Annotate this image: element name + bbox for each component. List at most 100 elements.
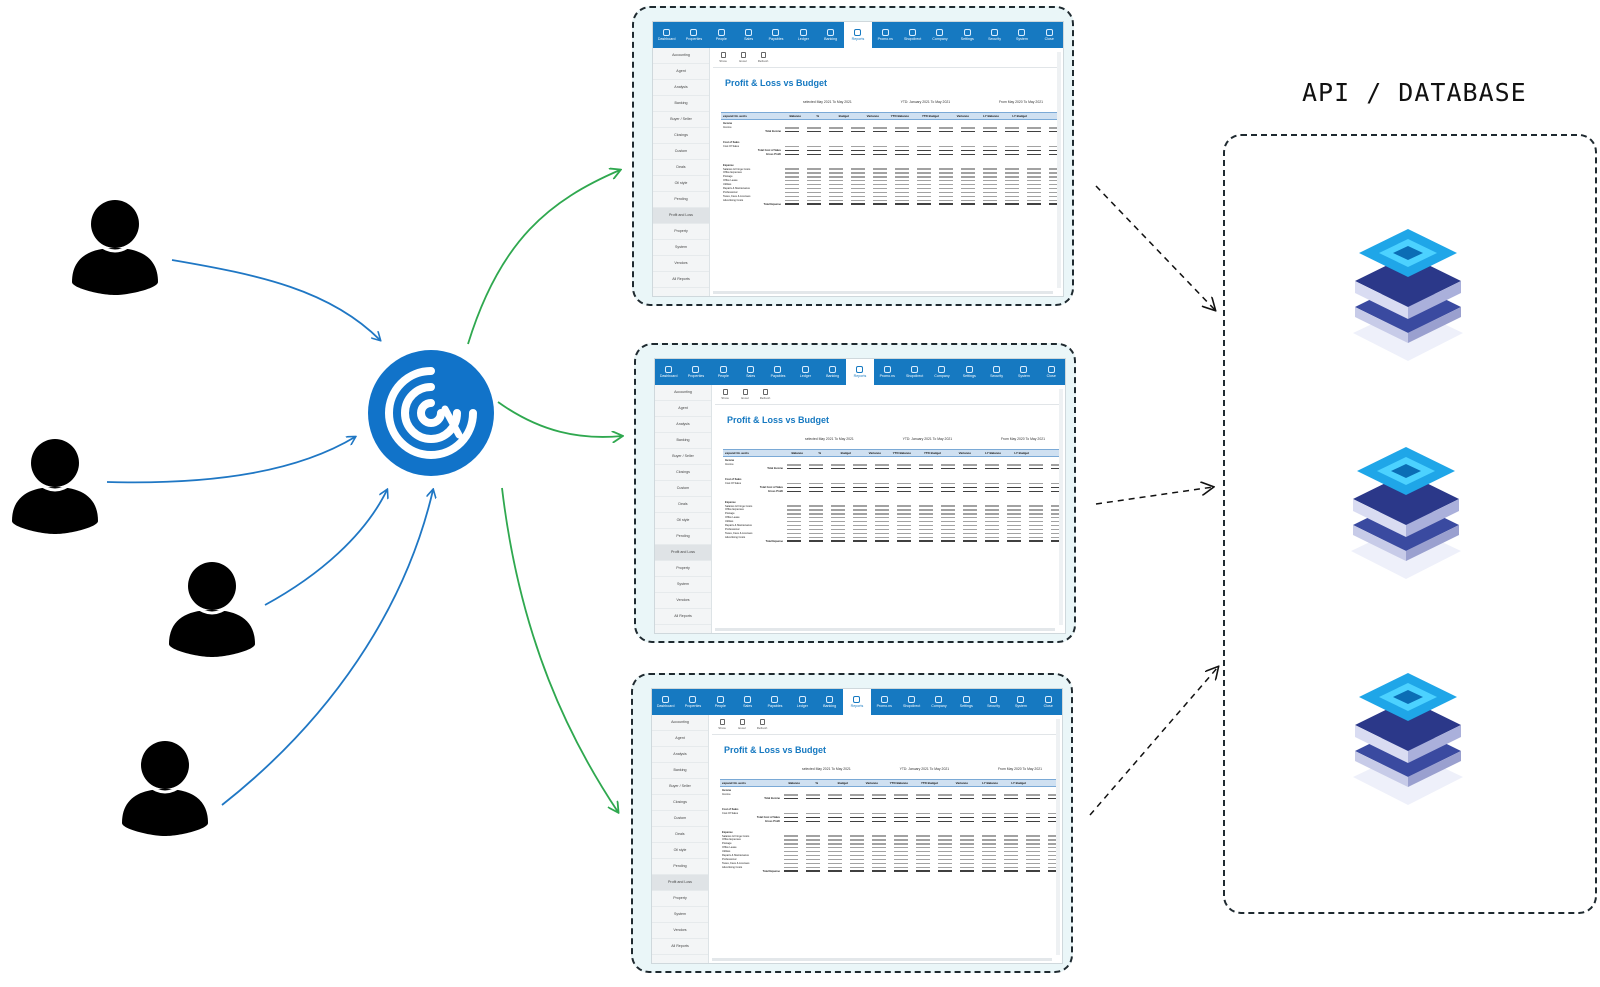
nav-item[interactable]: Shopdirect <box>899 22 926 48</box>
nav-item[interactable]: People <box>707 689 734 715</box>
nav-item[interactable]: Promo.ns <box>871 689 898 715</box>
nav-item[interactable]: Banking <box>819 359 846 385</box>
horizontal-scrollbar[interactable] <box>712 958 1052 961</box>
nav-item[interactable]: Banking <box>817 22 844 48</box>
nav-item[interactable]: Payables <box>761 689 788 715</box>
nav-item[interactable]: Security <box>983 359 1010 385</box>
sidebar-item[interactable]: Accounting <box>653 48 709 64</box>
sidebar-item[interactable]: Agent <box>653 64 709 80</box>
horizontal-scrollbar[interactable] <box>715 628 1055 631</box>
sidebar-item[interactable]: All Reports <box>655 609 711 625</box>
nav-item[interactable]: Ledger <box>792 359 819 385</box>
toolbar-button[interactable]: Refresh <box>752 718 772 734</box>
nav-item[interactable]: Properties <box>680 22 707 48</box>
nav-item[interactable]: Promo.ns <box>872 22 899 48</box>
nav-item[interactable]: Properties <box>679 689 706 715</box>
sidebar-item[interactable]: Buyer / Seller <box>652 779 708 795</box>
sidebar-item[interactable]: System <box>652 907 708 923</box>
sidebar-item[interactable]: Deals <box>655 497 711 513</box>
nav-item[interactable]: Ledger <box>789 689 816 715</box>
nav-item[interactable]: Reports <box>844 22 872 48</box>
nav-item[interactable]: Security <box>980 689 1007 715</box>
nav-item[interactable]: Security <box>981 22 1008 48</box>
sidebar-item[interactable]: Property <box>653 224 709 240</box>
nav-item[interactable]: Company <box>925 689 952 715</box>
nav-item[interactable]: Settings <box>956 359 983 385</box>
vertical-scrollbar[interactable] <box>1056 719 1060 955</box>
toolbar-button[interactable]: Excel <box>735 388 755 404</box>
nav-item[interactable]: Dashboard <box>655 359 682 385</box>
sidebar-item[interactable]: Deals <box>653 160 709 176</box>
sidebar-item[interactable]: Oil style <box>653 176 709 192</box>
nav-item[interactable]: Close <box>1038 359 1065 385</box>
sidebar-item[interactable]: Agent <box>655 401 711 417</box>
sidebar-item[interactable]: Buyer / Seller <box>655 449 711 465</box>
sidebar-item[interactable]: Custom <box>653 144 709 160</box>
nav-item[interactable]: Reports <box>846 359 874 385</box>
sidebar-item[interactable]: Analysis <box>652 747 708 763</box>
sidebar-item[interactable]: Accounting <box>652 715 708 731</box>
sidebar-item[interactable]: Custom <box>655 481 711 497</box>
nav-item[interactable]: Promo.ns <box>874 359 901 385</box>
sidebar-item[interactable]: Banking <box>652 763 708 779</box>
nav-item[interactable]: Shopdirect <box>898 689 925 715</box>
vertical-scrollbar[interactable] <box>1057 52 1061 288</box>
nav-item[interactable]: System <box>1010 359 1037 385</box>
nav-item[interactable]: Dashboard <box>653 22 680 48</box>
nav-item[interactable]: Reports <box>843 689 871 715</box>
sidebar-item[interactable]: Buyer / Seller <box>653 112 709 128</box>
nav-item[interactable]: Dashboard <box>652 689 679 715</box>
sidebar-item[interactable]: Accounting <box>655 385 711 401</box>
sidebar-item[interactable]: Banking <box>653 96 709 112</box>
toolbar-button[interactable]: Refresh <box>753 51 773 67</box>
sidebar-item[interactable]: Agent <box>652 731 708 747</box>
nav-item[interactable]: Ledger <box>790 22 817 48</box>
nav-item[interactable]: System <box>1007 689 1034 715</box>
sidebar-item[interactable]: Analysis <box>653 80 709 96</box>
sidebar-item[interactable]: System <box>653 240 709 256</box>
nav-item[interactable]: People <box>708 22 735 48</box>
nav-item[interactable]: System <box>1008 22 1035 48</box>
sidebar-item[interactable]: Vendors <box>652 923 708 939</box>
nav-item[interactable]: Settings <box>954 22 981 48</box>
sidebar-item[interactable]: All Reports <box>652 939 708 955</box>
sidebar-item[interactable]: Pending <box>653 192 709 208</box>
nav-item[interactable]: Sales <box>737 359 764 385</box>
nav-item[interactable]: Sales <box>734 689 761 715</box>
sidebar-item[interactable]: Property <box>655 561 711 577</box>
vertical-scrollbar[interactable] <box>1059 389 1063 625</box>
toolbar-button[interactable]: Excel <box>732 718 752 734</box>
sidebar-item[interactable]: Analysis <box>655 417 711 433</box>
nav-item[interactable]: Settings <box>953 689 980 715</box>
sidebar-item[interactable]: Banking <box>655 433 711 449</box>
nav-item[interactable]: Payables <box>764 359 791 385</box>
sidebar-item[interactable]: Pending <box>652 859 708 875</box>
sidebar-item[interactable]: Oil style <box>652 843 708 859</box>
sidebar-item[interactable]: Deals <box>652 827 708 843</box>
sidebar-item[interactable]: Profit and Loss <box>653 208 709 224</box>
nav-item[interactable]: Company <box>928 359 955 385</box>
nav-item[interactable]: Properties <box>682 359 709 385</box>
sidebar-item[interactable]: Pending <box>655 529 711 545</box>
toolbar-button[interactable]: Show <box>715 388 735 404</box>
sidebar-item[interactable]: Profit and Loss <box>655 545 711 561</box>
sidebar-item[interactable]: Property <box>652 891 708 907</box>
toolbar-button[interactable]: Excel <box>733 51 753 67</box>
horizontal-scrollbar[interactable] <box>713 291 1053 294</box>
sidebar-item[interactable]: Closings <box>655 465 711 481</box>
sidebar-item[interactable]: Vendors <box>655 593 711 609</box>
sidebar-item[interactable]: Closings <box>653 128 709 144</box>
nav-item[interactable]: Close <box>1035 689 1062 715</box>
sidebar-item[interactable]: Profit and Loss <box>652 875 708 891</box>
nav-item[interactable]: Payables <box>762 22 789 48</box>
nav-item[interactable]: Sales <box>735 22 762 48</box>
nav-item[interactable]: People <box>710 359 737 385</box>
nav-item[interactable]: Close <box>1036 22 1063 48</box>
nav-item[interactable]: Banking <box>816 689 843 715</box>
nav-item[interactable]: Company <box>926 22 953 48</box>
toolbar-button[interactable]: Show <box>712 718 732 734</box>
sidebar-item[interactable]: System <box>655 577 711 593</box>
toolbar-button[interactable]: Refresh <box>755 388 775 404</box>
nav-item[interactable]: Shopdirect <box>901 359 928 385</box>
sidebar-item[interactable]: Closings <box>652 795 708 811</box>
